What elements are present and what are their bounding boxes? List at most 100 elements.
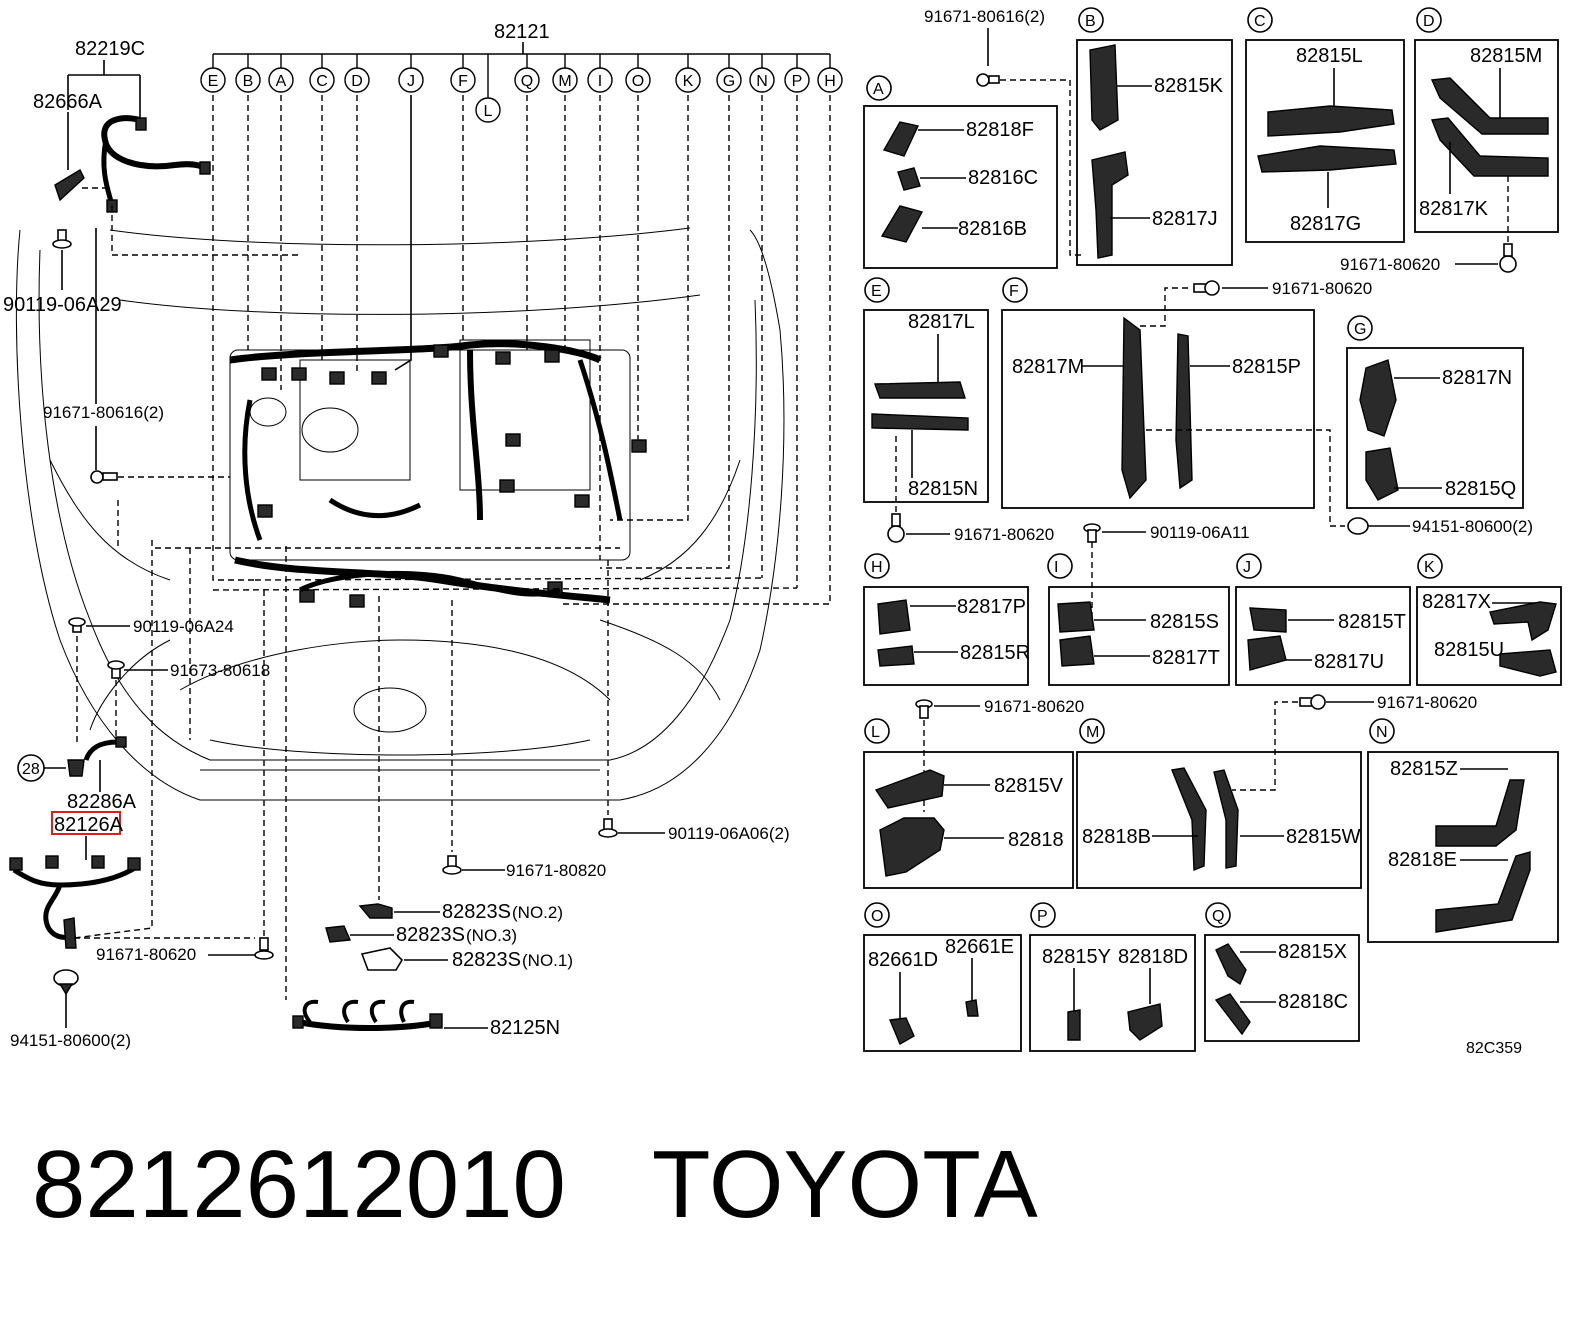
- part-82817G-label: 82817G: [1290, 213, 1361, 235]
- fastener-94151-80600-label: 94151-80600(2): [1412, 517, 1533, 536]
- bolt-90119-06A24-icon: [68, 617, 86, 633]
- clip-94151-80600-detail-icon: [1347, 517, 1369, 535]
- center-parts-group: 90119-06A06(2) 91671-80820 82823S (NO.2)…: [285, 546, 790, 1039]
- connector-letter-text: C: [316, 73, 328, 90]
- connector-letter-text: F: [458, 73, 468, 90]
- part-82817N-label: 82817N: [1442, 367, 1512, 389]
- connector-letter-D: D: [344, 54, 370, 93]
- car-body-outline: [15, 227, 785, 801]
- part-91671-80820-label: 91671-80820: [506, 861, 606, 880]
- connector-letter-M: M: [552, 54, 578, 93]
- engine-harness-cluster: [229, 339, 647, 608]
- connector-letter-I: I: [587, 54, 613, 93]
- part-82661D-label: 82661D: [868, 949, 938, 971]
- part-82815Y-label: 82815Y: [1042, 946, 1111, 968]
- part-82823S-no1-label: 82823S: [452, 949, 521, 971]
- connector-letter-text: K: [683, 73, 694, 90]
- part-90119-06A24-label: 90119-06A24: [133, 617, 234, 636]
- part-82815S-label: 82815S: [1150, 611, 1219, 633]
- part-82823S-no1-tag: (NO.1): [522, 951, 573, 970]
- part-82817P-label: 82817P: [957, 596, 1026, 618]
- connector-letter-P: P: [784, 54, 810, 93]
- connector-letter-text: G: [723, 73, 735, 90]
- part-82818C-label: 82818C: [1278, 991, 1348, 1013]
- bolt-91671-80616-icon: [90, 470, 118, 484]
- detail-box-I: I 82815S 82817T: [1047, 553, 1230, 686]
- part-82661E-label: 82661E: [945, 936, 1014, 958]
- connector-letter-text: H: [824, 73, 836, 90]
- detail-box-J: J 82815T 82817U: [1235, 553, 1411, 686]
- part-82815P-label: 82815P: [1232, 356, 1301, 378]
- caption-brand: TOYOTA: [651, 1131, 1038, 1238]
- part-90119-06A29-label: 90119-06A29: [3, 294, 122, 316]
- box-C-letter: C: [1254, 13, 1266, 30]
- part-82815R-label: 82815R: [960, 642, 1030, 664]
- box-L-letter: L: [871, 724, 880, 741]
- box-F-letter: F: [1009, 283, 1019, 300]
- detail-box-P: P 82815Y 82818D: [1029, 902, 1196, 1052]
- part-82815T-label: 82815T: [1338, 611, 1406, 633]
- box-D-letter: D: [1423, 13, 1435, 30]
- detail-box-N: N 82815Z 82818E: [1367, 718, 1559, 943]
- part-82815W-label: 82815W: [1286, 826, 1361, 848]
- box-H-letter: H: [871, 559, 883, 576]
- detail-box-Q: Q 82815X 82818C: [1204, 902, 1360, 1042]
- detail-boxes: 91671-80616(2) A 82818F 82816C 82816B B: [863, 7, 1562, 1052]
- part-91673-80618-label: 91673-80618: [170, 661, 270, 680]
- bolt-91671-80620-icon: [254, 937, 274, 960]
- part-90119-06A06-label: 90119-06A06(2): [668, 824, 790, 843]
- part-82817J-label: 82817J: [1152, 208, 1218, 230]
- connector-letter-text: D: [351, 73, 363, 90]
- connector-letter-E: E: [200, 54, 226, 93]
- connector-letter-F: F: [450, 54, 476, 93]
- highlight-82126A: [51, 811, 121, 835]
- diagram-ref-code: 82C359: [1466, 1040, 1523, 1057]
- part-82815Q-label: 82815Q: [1445, 478, 1516, 500]
- bolt-91671-80620-m-icon: [1299, 694, 1326, 710]
- detail-box-C: C 82815L 82817G: [1245, 7, 1405, 243]
- bolt-91671-80620-l-icon: [915, 699, 933, 719]
- part-82823S-no3-tag: (NO.3): [466, 926, 517, 945]
- bolt-91673-80618-icon: [107, 660, 125, 679]
- ref-28-text: 28: [22, 761, 40, 778]
- box-O-letter: O: [871, 908, 883, 925]
- connector-letter-text: P: [792, 73, 803, 90]
- connector-letter-O: O: [625, 54, 651, 93]
- caption-part-number: 8212612010: [32, 1131, 566, 1238]
- part-94151-80600-label: 94151-80600(2): [10, 1031, 131, 1050]
- left-parts-group: 82219C 82666A 90119-06A29 91671-80616(2): [3, 38, 300, 1050]
- connector-letter-text: N: [756, 73, 768, 90]
- box-N-letter: N: [1376, 724, 1388, 741]
- part-82818E-label: 82818E: [1388, 849, 1457, 871]
- part-82286A-label: 82286A: [67, 791, 137, 813]
- box-E-letter: E: [871, 283, 882, 300]
- part-82815M-label: 82815M: [1470, 45, 1542, 67]
- ref-28-badge: 28: [17, 754, 45, 782]
- fastener-91671-80620-l-label: 91671-80620: [984, 697, 1084, 716]
- connector-letter-text: Q: [521, 73, 533, 90]
- part-82818-label: 82818: [1008, 829, 1064, 851]
- bolt-90119-06A06-icon: [598, 818, 618, 838]
- part-caption: 8212612010 TOYOTA: [32, 1130, 1038, 1240]
- sensor-82823S-no1-icon: [360, 947, 404, 971]
- connector-letter-text: E: [208, 73, 219, 90]
- part-82816C-label: 82816C: [968, 167, 1038, 189]
- clip-94151-80600-icon: [53, 969, 79, 996]
- part-82815X-label: 82815X: [1278, 941, 1347, 963]
- part-82815K-label: 82815K: [1154, 75, 1224, 97]
- part-82817U-label: 82817U: [1314, 651, 1384, 673]
- part-82815Z-label: 82815Z: [1390, 758, 1458, 780]
- part-82823S-no2-label: 82823S: [442, 901, 511, 923]
- part-82817T-label: 82817T: [1152, 647, 1220, 669]
- part-82818D-label: 82818D: [1118, 946, 1188, 968]
- box-G-letter: G: [1354, 321, 1366, 338]
- detail-box-E: E 82817L 82815N: [863, 277, 989, 516]
- detail-box-H: H 82817P 82815R: [863, 553, 1030, 686]
- part-82823S-no2-tag: (NO.2): [512, 903, 563, 922]
- connector-letter-G: G: [716, 54, 742, 93]
- harness-82126A-icon: [9, 855, 141, 949]
- detail-box-L: L 82815V 82818: [863, 718, 1074, 889]
- box-M-letter: M: [1086, 724, 1099, 741]
